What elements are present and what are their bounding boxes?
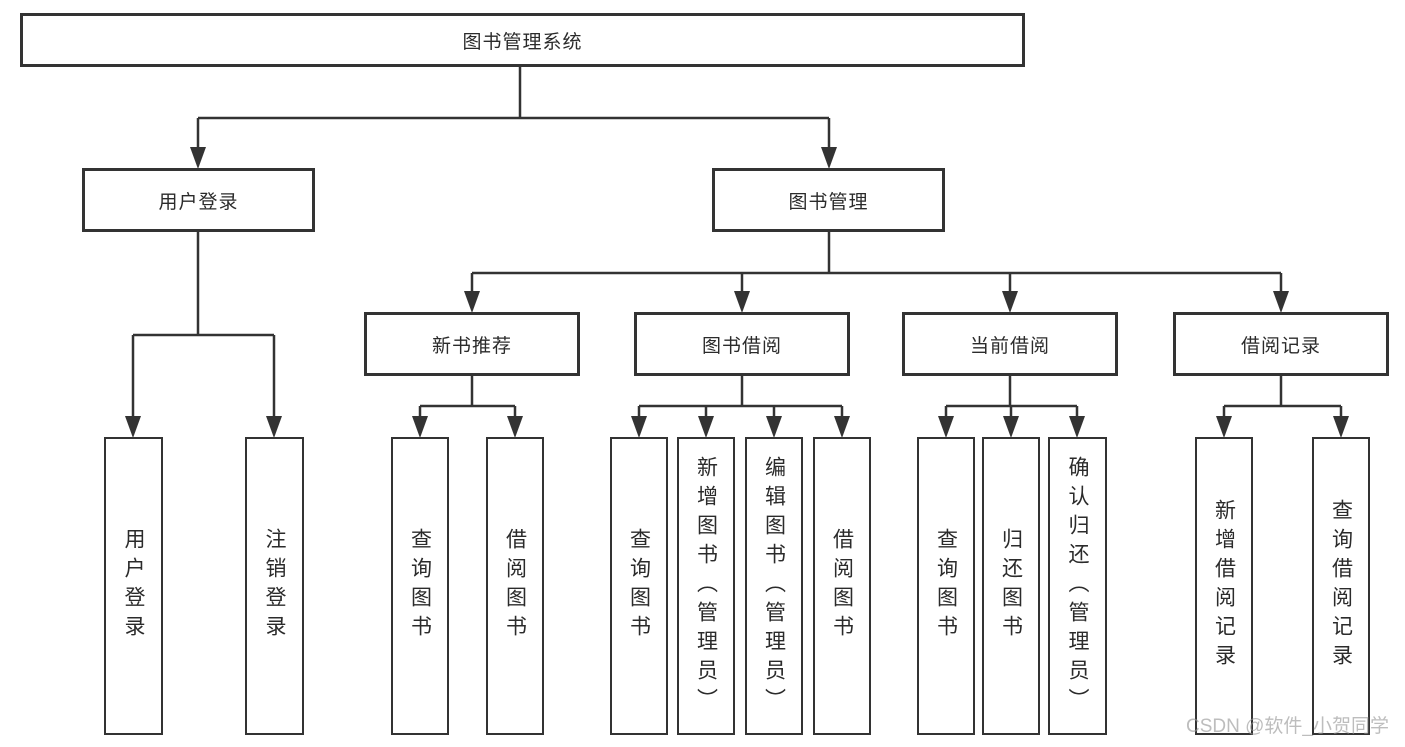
connector-borrow-record-to-leaves: [1222, 375, 1343, 419]
node-current-borrow-label: 当前借阅: [969, 335, 1050, 357]
leaf-query-books-3: 查询图书: [917, 437, 975, 735]
leaf-logout-label: 注销登录: [263, 528, 286, 644]
connector-lines: [131, 67, 1343, 419]
node-new-book: 新书推荐: [364, 312, 580, 376]
node-user-login: 用户登录: [82, 168, 315, 232]
leaf-borrow-books-1-label: 借阅图书: [503, 528, 527, 644]
arrow-user-login: [190, 147, 206, 169]
arrowheads: [125, 147, 1349, 438]
arrow-new-book: [464, 291, 480, 313]
leaf-query-books-1-label: 查询图书: [408, 528, 432, 644]
leaf-edit-books-admin-label: 编辑图书（管理员）: [762, 455, 786, 717]
leaf-borrow-books-2: 借阅图书: [813, 437, 871, 735]
node-root: 图书管理系统: [20, 13, 1025, 67]
leaf-add-books-admin-label: 新增图书（管理员）: [694, 455, 718, 717]
leaf-user-login: 用户登录: [104, 437, 163, 735]
csdn-watermark: CSDN @软件_小贺同学: [1186, 716, 1389, 737]
arrow-leaf: [698, 416, 714, 438]
leaf-borrow-books-1: 借阅图书: [486, 437, 544, 735]
connector-new-book-to-leaves: [418, 375, 517, 419]
leaf-query-books-2-label: 查询图书: [627, 528, 651, 644]
arrow-leaf: [938, 416, 954, 438]
arrow-book-mgmt: [821, 147, 837, 169]
arrow-leaf: [1333, 416, 1349, 438]
connector-book-mgmt-to-level3: [470, 232, 1283, 295]
leaf-query-books-2: 查询图书: [610, 437, 668, 735]
node-borrow-record: 借阅记录: [1173, 312, 1389, 376]
leaf-edit-books-admin: 编辑图书（管理员）: [745, 437, 803, 735]
connector-root-to-level2: [196, 67, 831, 150]
leaf-logout: 注销登录: [245, 437, 304, 735]
node-book-mgmt-label: 图书管理: [788, 191, 869, 213]
leaf-confirm-return-admin: 确认归还（管理员）: [1048, 437, 1107, 735]
leaf-add-borrow-record: 新增借阅记录: [1195, 437, 1253, 735]
leaf-confirm-return-admin-label: 确认归还（管理员）: [1066, 455, 1089, 717]
node-new-book-label: 新书推荐: [431, 335, 512, 357]
leaf-add-borrow-record-label: 新增借阅记录: [1212, 499, 1236, 673]
node-book-mgmt: 图书管理: [712, 168, 945, 232]
arrow-leaf: [266, 416, 282, 438]
arrow-leaf: [1003, 416, 1019, 438]
arrow-leaf: [766, 416, 782, 438]
leaf-borrow-books-2-label: 借阅图书: [830, 528, 854, 644]
connector-user-login-to-leaves: [131, 232, 276, 419]
leaf-query-borrow-record: 查询借阅记录: [1312, 437, 1370, 735]
leaf-add-books-admin: 新增图书（管理员）: [677, 437, 735, 735]
arrow-leaf: [125, 416, 141, 438]
arrow-leaf: [412, 416, 428, 438]
arrow-leaf: [834, 416, 850, 438]
leaf-return-books-label: 归还图书: [999, 528, 1023, 644]
connector-current-borrow-to-leaves: [944, 375, 1079, 419]
arrow-leaf: [507, 416, 523, 438]
node-current-borrow: 当前借阅: [902, 312, 1118, 376]
arrow-leaf: [1216, 416, 1232, 438]
node-borrow-record-label: 借阅记录: [1240, 335, 1321, 357]
arrow-current-borrow: [1002, 291, 1018, 313]
leaf-return-books: 归还图书: [982, 437, 1040, 735]
leaf-query-books-3-label: 查询图书: [934, 528, 958, 644]
connector-book-borrow-to-leaves: [637, 375, 844, 419]
leaf-query-books-1: 查询图书: [391, 437, 449, 735]
leaf-user-login-label: 用户登录: [122, 528, 145, 644]
arrow-leaf: [1069, 416, 1085, 438]
arrow-leaf: [631, 416, 647, 438]
node-user-login-label: 用户登录: [158, 191, 239, 213]
node-book-borrow: 图书借阅: [634, 312, 850, 376]
node-book-borrow-label: 图书借阅: [701, 335, 782, 357]
arrow-book-borrow: [734, 291, 750, 313]
node-root-label: 图书管理系统: [462, 31, 583, 53]
arrow-borrow-record: [1273, 291, 1289, 313]
leaf-query-borrow-record-label: 查询借阅记录: [1329, 499, 1353, 673]
